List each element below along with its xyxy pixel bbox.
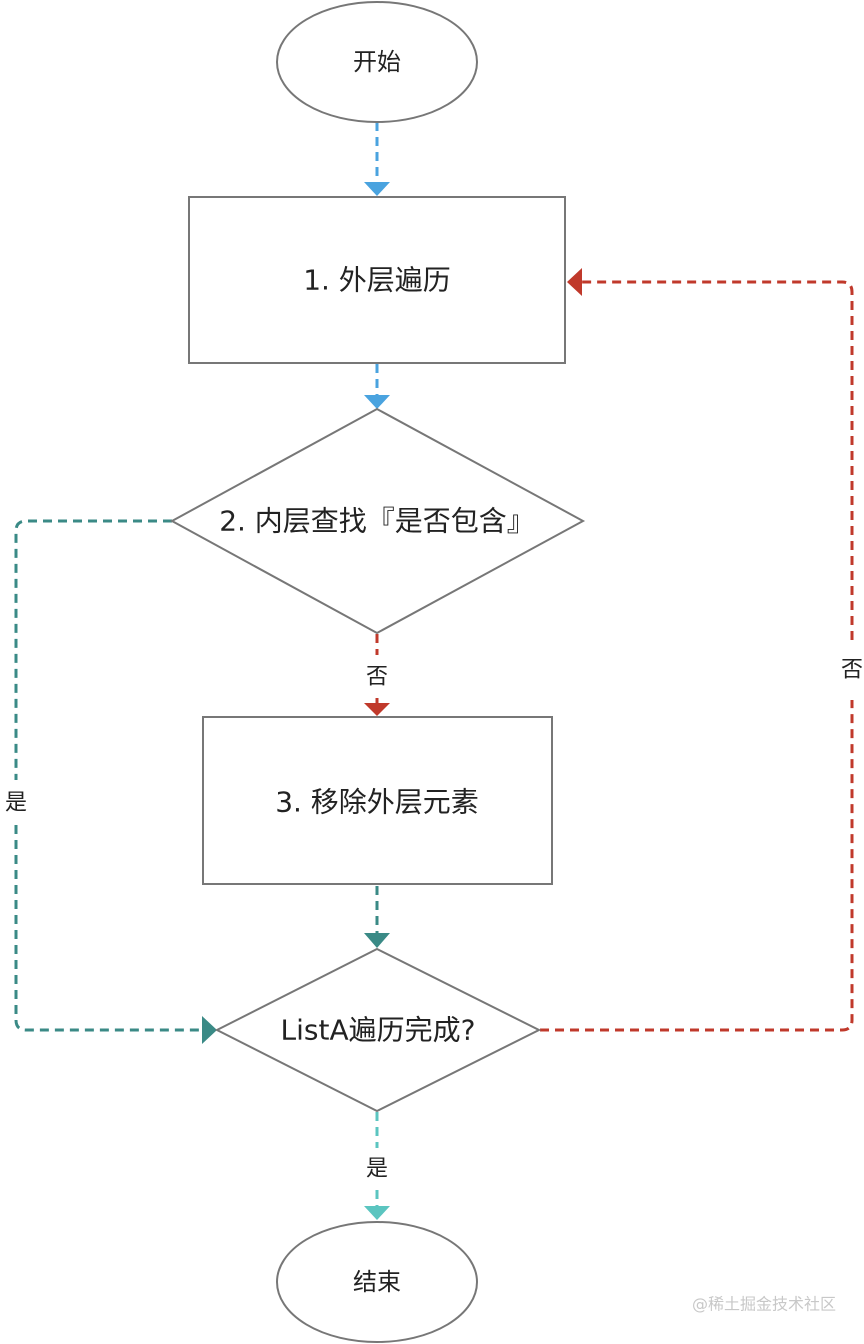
arrowhead-done-no-to-outer xyxy=(567,268,582,296)
end-label: 结束 xyxy=(353,1268,401,1296)
inner-search-node xyxy=(169,407,586,635)
edge-label-done-no: 否 xyxy=(841,658,863,683)
remove-label: 3. 移除外层元素 xyxy=(275,786,479,819)
end-node xyxy=(276,1221,478,1343)
arrowhead-outer-to-inner xyxy=(364,395,390,409)
start-label: 开始 xyxy=(353,48,401,76)
arrowhead-inner-to-remove xyxy=(364,703,390,716)
watermark: @稀土掘金技术社区 xyxy=(692,1295,836,1314)
edge-label-inner-yes: 是 xyxy=(5,791,27,816)
done-check-node xyxy=(214,947,542,1113)
outer-loop-node xyxy=(188,196,566,364)
edge-label-inner-no: 否 xyxy=(366,665,388,690)
edge-done-no-to-outer xyxy=(540,280,854,1032)
remove-node xyxy=(202,716,553,885)
edge-label-done-yes: 是 xyxy=(366,1157,388,1182)
arrowhead-done-yes-to-end xyxy=(364,1206,390,1220)
arrowhead-inner-yes-to-done xyxy=(202,1016,217,1044)
outer-loop-label: 1. 外层遍历 xyxy=(303,264,451,297)
start-node xyxy=(276,1,478,123)
done-check-label: ListA遍历完成? xyxy=(281,1014,476,1047)
inner-search-label: 2. 内层查找『是否包含』 xyxy=(219,505,535,538)
edge-inner-yes-to-done xyxy=(14,519,202,1032)
arrowhead-remove-to-done xyxy=(364,933,390,948)
arrowhead-start-to-outer xyxy=(364,182,390,196)
